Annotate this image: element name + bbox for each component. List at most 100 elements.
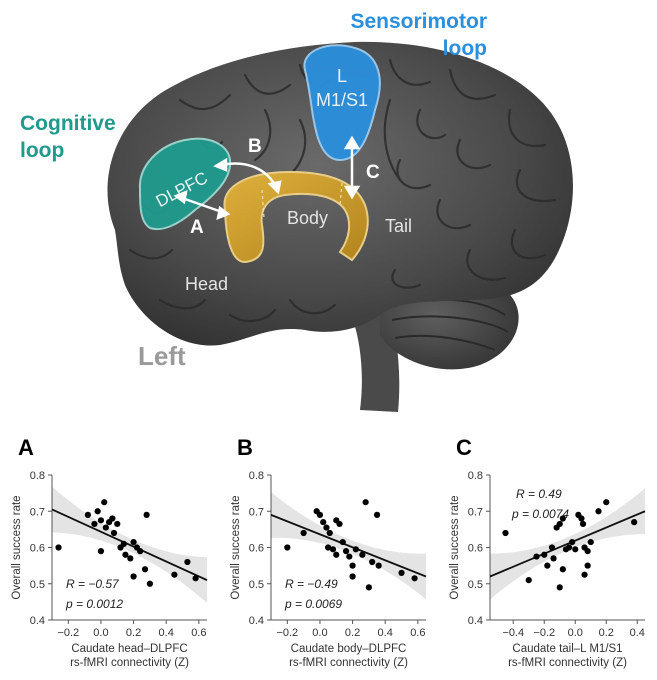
tail-label: Tail bbox=[385, 216, 412, 236]
data-point bbox=[548, 544, 556, 551]
data-point bbox=[584, 548, 591, 555]
data-point bbox=[541, 551, 548, 558]
data-point bbox=[94, 508, 101, 515]
x-tick-label: 0.4 bbox=[159, 627, 174, 639]
y-tick-label: 0.4 bbox=[30, 615, 45, 627]
data-point bbox=[572, 546, 579, 553]
regression-line bbox=[489, 510, 646, 578]
data-point bbox=[359, 551, 366, 558]
data-point bbox=[559, 515, 566, 522]
data-point bbox=[55, 544, 62, 551]
data-point bbox=[595, 508, 602, 515]
data-point bbox=[192, 575, 199, 582]
data-point bbox=[336, 520, 343, 528]
hemisphere-label: Left bbox=[138, 341, 186, 371]
data-point bbox=[300, 529, 307, 537]
data-point bbox=[365, 584, 372, 591]
x-tick-label: 0.2 bbox=[126, 627, 141, 639]
panel-letter: B bbox=[237, 435, 253, 460]
data-point bbox=[349, 562, 356, 569]
panel-letter: A bbox=[18, 435, 34, 460]
brain-illustration: L M1/S1 DLPFC A B C Body Tail Head Left … bbox=[20, 10, 573, 412]
connection-arrows bbox=[173, 135, 361, 221]
body-label: Body bbox=[287, 208, 328, 228]
y-tick-label: 0.8 bbox=[30, 470, 45, 482]
y-tick-label: 0.4 bbox=[468, 615, 483, 627]
data-point bbox=[346, 553, 353, 560]
stat-r: R = 0.49 bbox=[516, 487, 562, 501]
x-tick-label: 0.4 bbox=[378, 627, 393, 639]
data-point bbox=[556, 520, 563, 528]
data-point bbox=[581, 571, 588, 578]
data-point bbox=[369, 558, 376, 566]
data-point bbox=[584, 562, 591, 569]
data-point bbox=[130, 573, 137, 580]
x-axis-label: rs-fMRI connectivity (Z) bbox=[70, 657, 189, 669]
x-tick-label: 0.0 bbox=[93, 627, 108, 639]
data-point bbox=[110, 529, 118, 537]
data-point bbox=[325, 544, 332, 551]
y-axis-label: Overall success rate bbox=[11, 495, 23, 599]
sensorimotor-loop-title-2: loop bbox=[443, 37, 487, 60]
data-point bbox=[137, 548, 144, 555]
data-point bbox=[373, 511, 381, 518]
data-point bbox=[91, 520, 98, 528]
regression-line bbox=[270, 514, 427, 578]
stat-p: p = 0.0069 bbox=[284, 597, 342, 611]
x-tick-label: −0.2 bbox=[57, 627, 79, 639]
y-tick-label: 0.7 bbox=[468, 506, 483, 518]
x-tick-label: −0.2 bbox=[533, 627, 555, 639]
data-point bbox=[102, 524, 109, 531]
data-point bbox=[559, 566, 566, 573]
panel-letter: C bbox=[456, 435, 472, 460]
x-tick-label: 0.6 bbox=[410, 627, 425, 639]
data-point bbox=[352, 546, 359, 553]
data-point bbox=[339, 538, 346, 546]
data-point bbox=[329, 546, 337, 553]
y-tick-label: 0.7 bbox=[30, 506, 45, 518]
data-point bbox=[323, 524, 330, 531]
data-point bbox=[120, 540, 127, 547]
y-tick-label: 0.8 bbox=[249, 470, 264, 482]
regression-line bbox=[51, 508, 208, 581]
data-point bbox=[544, 562, 551, 569]
data-point bbox=[525, 577, 532, 584]
cognitive-loop-title-2: loop bbox=[20, 139, 64, 162]
x-axis-label: rs-fMRI connectivity (Z) bbox=[289, 657, 408, 669]
x-tick-label: 0.2 bbox=[345, 627, 360, 639]
data-point bbox=[579, 520, 587, 528]
x-tick-label: 0.2 bbox=[599, 627, 614, 639]
data-point bbox=[502, 529, 509, 537]
stat-r: R = −0.57 bbox=[66, 577, 120, 591]
data-point bbox=[284, 544, 291, 551]
data-point bbox=[362, 499, 369, 506]
data-point bbox=[333, 551, 340, 558]
y-tick-label: 0.5 bbox=[468, 579, 483, 591]
arrow-a-label: A bbox=[190, 217, 204, 238]
data-point bbox=[84, 511, 91, 518]
m1s1-label-line1: L bbox=[337, 66, 347, 86]
x-axis-label: rs-fMRI connectivity (Z) bbox=[508, 657, 627, 669]
data-point bbox=[97, 548, 105, 555]
stat-r: R = −0.49 bbox=[285, 577, 338, 591]
x-tick-label: 0.4 bbox=[630, 627, 645, 639]
y-tick-label: 0.5 bbox=[30, 579, 45, 591]
y-tick-label: 0.7 bbox=[249, 506, 264, 518]
y-tick-label: 0.5 bbox=[249, 579, 264, 591]
data-point bbox=[316, 511, 324, 518]
y-axis-label: Overall success rate bbox=[230, 495, 242, 599]
cognitive-loop-title-1: Cognitive bbox=[20, 112, 116, 135]
y-tick-label: 0.4 bbox=[249, 615, 264, 627]
m1s1-region bbox=[303, 44, 381, 162]
data-point bbox=[565, 544, 573, 551]
caudate-region bbox=[223, 170, 369, 264]
data-point bbox=[631, 519, 638, 526]
data-point bbox=[114, 520, 121, 528]
gyri-texture bbox=[128, 58, 557, 323]
